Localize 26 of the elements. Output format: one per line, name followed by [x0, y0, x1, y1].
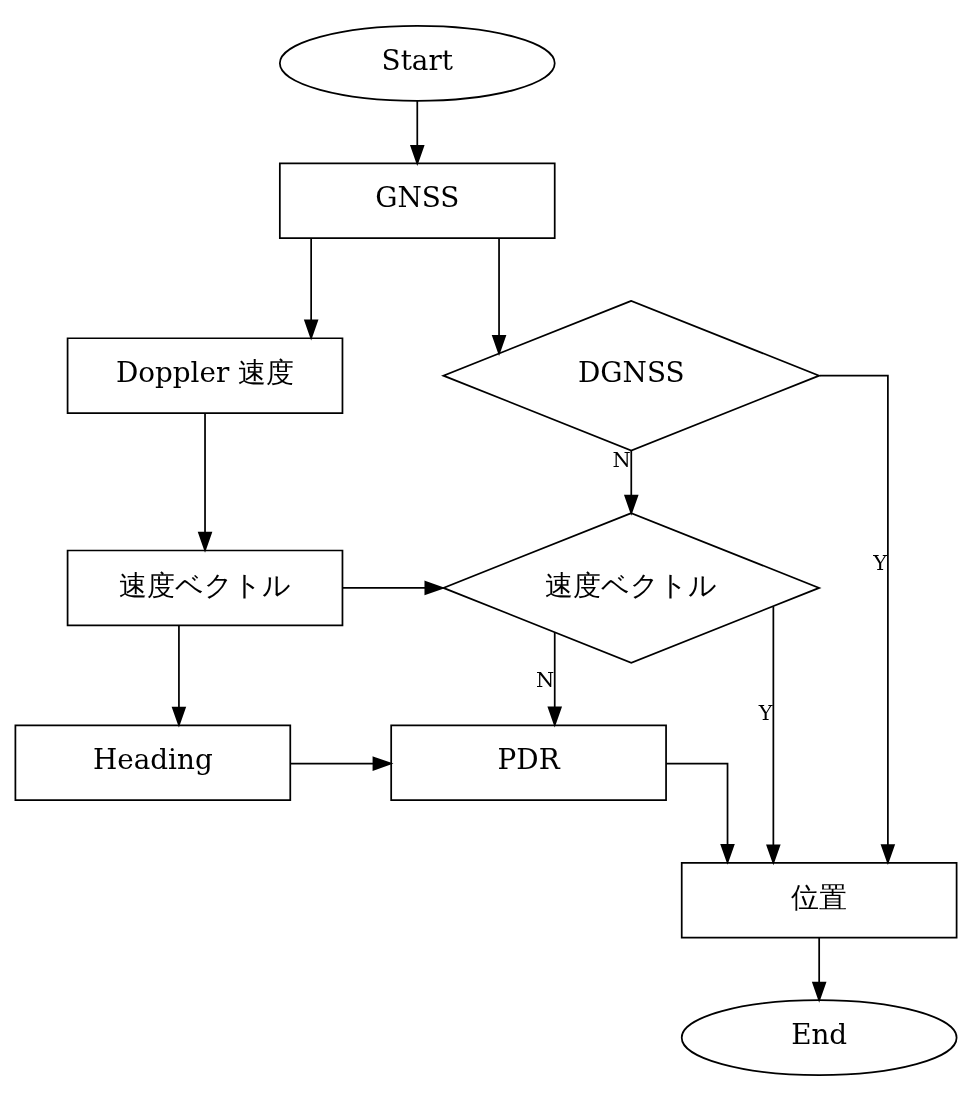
arrow	[547, 631, 563, 728]
arrow	[341, 580, 446, 596]
arrow	[197, 412, 213, 553]
node-box: PDR	[390, 724, 667, 802]
node-box: 位置	[680, 861, 958, 939]
node-ellipse: Start	[278, 25, 556, 102]
node-box: 速度ベクトル	[66, 549, 344, 627]
node-ellipse: End	[680, 999, 958, 1076]
node-box: Doppler 速度	[66, 337, 344, 414]
node-diamond: DGNSS	[441, 299, 822, 452]
arrow	[665, 762, 735, 865]
arrow	[491, 237, 507, 356]
arrow	[818, 374, 896, 866]
arrow	[623, 449, 639, 516]
node-box: GNSS	[278, 162, 556, 240]
edge-label: N	[536, 667, 555, 692]
node-diamond: 速度ベクトル	[441, 512, 822, 664]
arrow	[303, 237, 319, 341]
arrow	[171, 625, 187, 728]
arrow	[811, 936, 827, 1003]
arrow	[289, 756, 394, 771]
arrow	[409, 100, 425, 166]
edge-label: Y	[758, 700, 773, 725]
node-box: Heading	[14, 724, 292, 802]
edge-label: Y	[873, 551, 887, 576]
arrow	[766, 605, 781, 866]
